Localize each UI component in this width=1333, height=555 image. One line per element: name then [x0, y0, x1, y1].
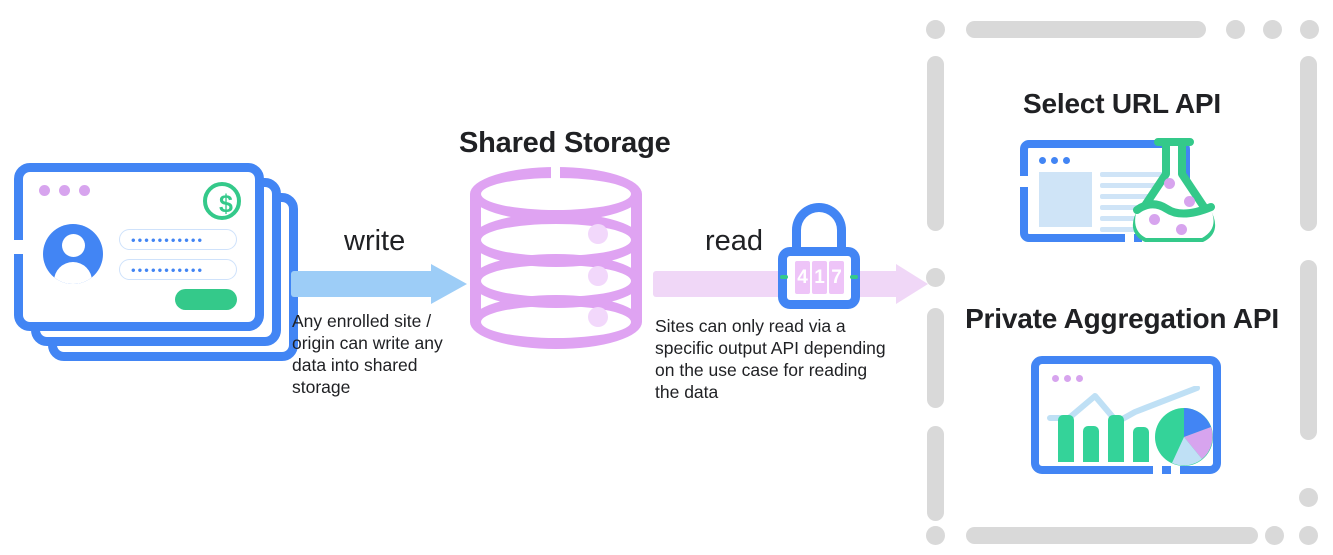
- shared-storage-cylinder: [470, 166, 642, 349]
- panel-border-dot: [1299, 526, 1318, 545]
- lock-digit: 1: [812, 261, 827, 294]
- bar: [1108, 415, 1124, 462]
- panel-border-dot: [1263, 20, 1282, 39]
- dollar-symbol: $: [219, 190, 233, 218]
- flask-bubble: [1149, 214, 1160, 225]
- write-arrow-head: [431, 264, 467, 304]
- output-api-item: Select URL API: [918, 88, 1326, 243]
- pie-slice-lightblue: [1172, 437, 1202, 466]
- panel-border-dash: [927, 56, 944, 231]
- write-label: write: [344, 225, 406, 257]
- mini-window-notch: [1020, 176, 1029, 187]
- password-field-value: •••••••••••: [131, 262, 205, 277]
- lock-dials: 4 1 7: [795, 261, 844, 294]
- shared-storage-title: Shared Storage: [459, 127, 671, 159]
- flask-bubble: [1184, 196, 1195, 207]
- dashboard-window-notch: [1171, 466, 1180, 476]
- stacked-browser-windows: $ ••••••••••• •••••••••••: [14, 163, 304, 361]
- cylinder-side-right: [631, 194, 642, 322]
- panel-border-dot: [1226, 20, 1245, 39]
- content-line: [1100, 172, 1178, 177]
- lock-tick-right: [850, 275, 858, 279]
- pie-slice-purple: [1184, 427, 1213, 459]
- window-notch: [14, 240, 23, 254]
- window-dot: [59, 185, 70, 196]
- panel-border-dash: [966, 21, 1206, 38]
- panel-border-dash: [1300, 56, 1317, 231]
- avatar: [43, 224, 103, 284]
- cylinder-side-left: [470, 194, 481, 322]
- mini-window-dot: [1051, 157, 1058, 164]
- avatar-head: [61, 234, 85, 257]
- panel-border-dot: [1265, 526, 1284, 545]
- dashboard-window-notch: [1153, 466, 1162, 476]
- dashboard-dot: [1052, 375, 1059, 382]
- content-block: [1039, 172, 1092, 227]
- flask-bubble: [1176, 224, 1187, 235]
- dashboard-window: [1031, 356, 1221, 474]
- panel-border-dot: [1299, 488, 1318, 507]
- pie-chart: [1155, 408, 1213, 466]
- content-line: [1100, 183, 1178, 188]
- flask-svg: [1132, 138, 1216, 242]
- dashboard-dot: [1076, 375, 1083, 382]
- panel-border-dash: [1300, 260, 1317, 440]
- bar: [1133, 427, 1149, 462]
- output-apis-panel: Select URL API: [918, 8, 1326, 548]
- panel-border-dot: [926, 20, 945, 39]
- read-arrow-shaft: [653, 271, 899, 297]
- lock-digit: 7: [829, 261, 844, 294]
- avatar-body: [54, 262, 92, 284]
- mini-window-dot: [1039, 157, 1046, 164]
- write-arrow: [291, 264, 467, 304]
- submit-button[interactable]: [175, 289, 237, 310]
- panel-border-dot: [1300, 20, 1319, 39]
- mini-window-dots: [1039, 157, 1070, 164]
- read-label: read: [705, 225, 764, 257]
- username-field-value: •••••••••••: [131, 232, 205, 247]
- cylinder-ring-2: [470, 213, 642, 267]
- write-caption: Any enrolled site / origin can write any…: [292, 311, 443, 397]
- username-field[interactable]: •••••••••••: [119, 229, 237, 250]
- browser-window-with-flask-icon: [1012, 136, 1232, 246]
- money-circle-icon: $: [203, 182, 241, 220]
- flask-bubble: [1164, 178, 1175, 189]
- flask-icon: [1122, 136, 1228, 246]
- cylinder-layer-dot: [588, 266, 608, 286]
- cylinder-top-gap: [551, 166, 560, 179]
- bar: [1058, 415, 1074, 462]
- dashboard-window-dots: [1052, 375, 1083, 382]
- lock-shackle: [792, 203, 846, 257]
- panel-border-dot: [926, 268, 945, 287]
- dashboard-charts-icon: [1031, 356, 1221, 476]
- dashboard-dot: [1064, 375, 1071, 382]
- output-api-item: Private Aggregation API: [918, 303, 1326, 476]
- panel-border-dash: [966, 527, 1258, 544]
- cylinder-layer-dot: [588, 307, 608, 327]
- lock-digit: 4: [795, 261, 810, 294]
- content-line: [1100, 194, 1178, 199]
- lock-tick-left: [780, 275, 788, 279]
- panel-border-dash: [927, 426, 944, 521]
- read-caption: Sites can only read via a specific outpu…: [655, 316, 886, 402]
- bar: [1083, 426, 1099, 462]
- combination-lock-icon: 4 1 7: [778, 203, 860, 309]
- panel-border-dot: [926, 526, 945, 545]
- window-dot: [79, 185, 90, 196]
- mini-window-dot: [1063, 157, 1070, 164]
- window-control-dots: [39, 185, 90, 196]
- private-aggregation-api-title: Private Aggregation API: [965, 303, 1279, 334]
- panel-border-dash: [927, 308, 944, 408]
- pie-slice-blue: [1184, 408, 1211, 437]
- write-arrow-shaft: [291, 271, 434, 297]
- cylinder-layer-dot: [588, 224, 608, 244]
- browser-window-front: $ ••••••••••• •••••••••••: [14, 163, 264, 331]
- window-dot: [39, 185, 50, 196]
- select-url-api-title: Select URL API: [1023, 88, 1221, 119]
- mini-window-notch: [1125, 234, 1134, 243]
- password-field[interactable]: •••••••••••: [119, 259, 237, 280]
- read-arrow-head: [896, 264, 928, 304]
